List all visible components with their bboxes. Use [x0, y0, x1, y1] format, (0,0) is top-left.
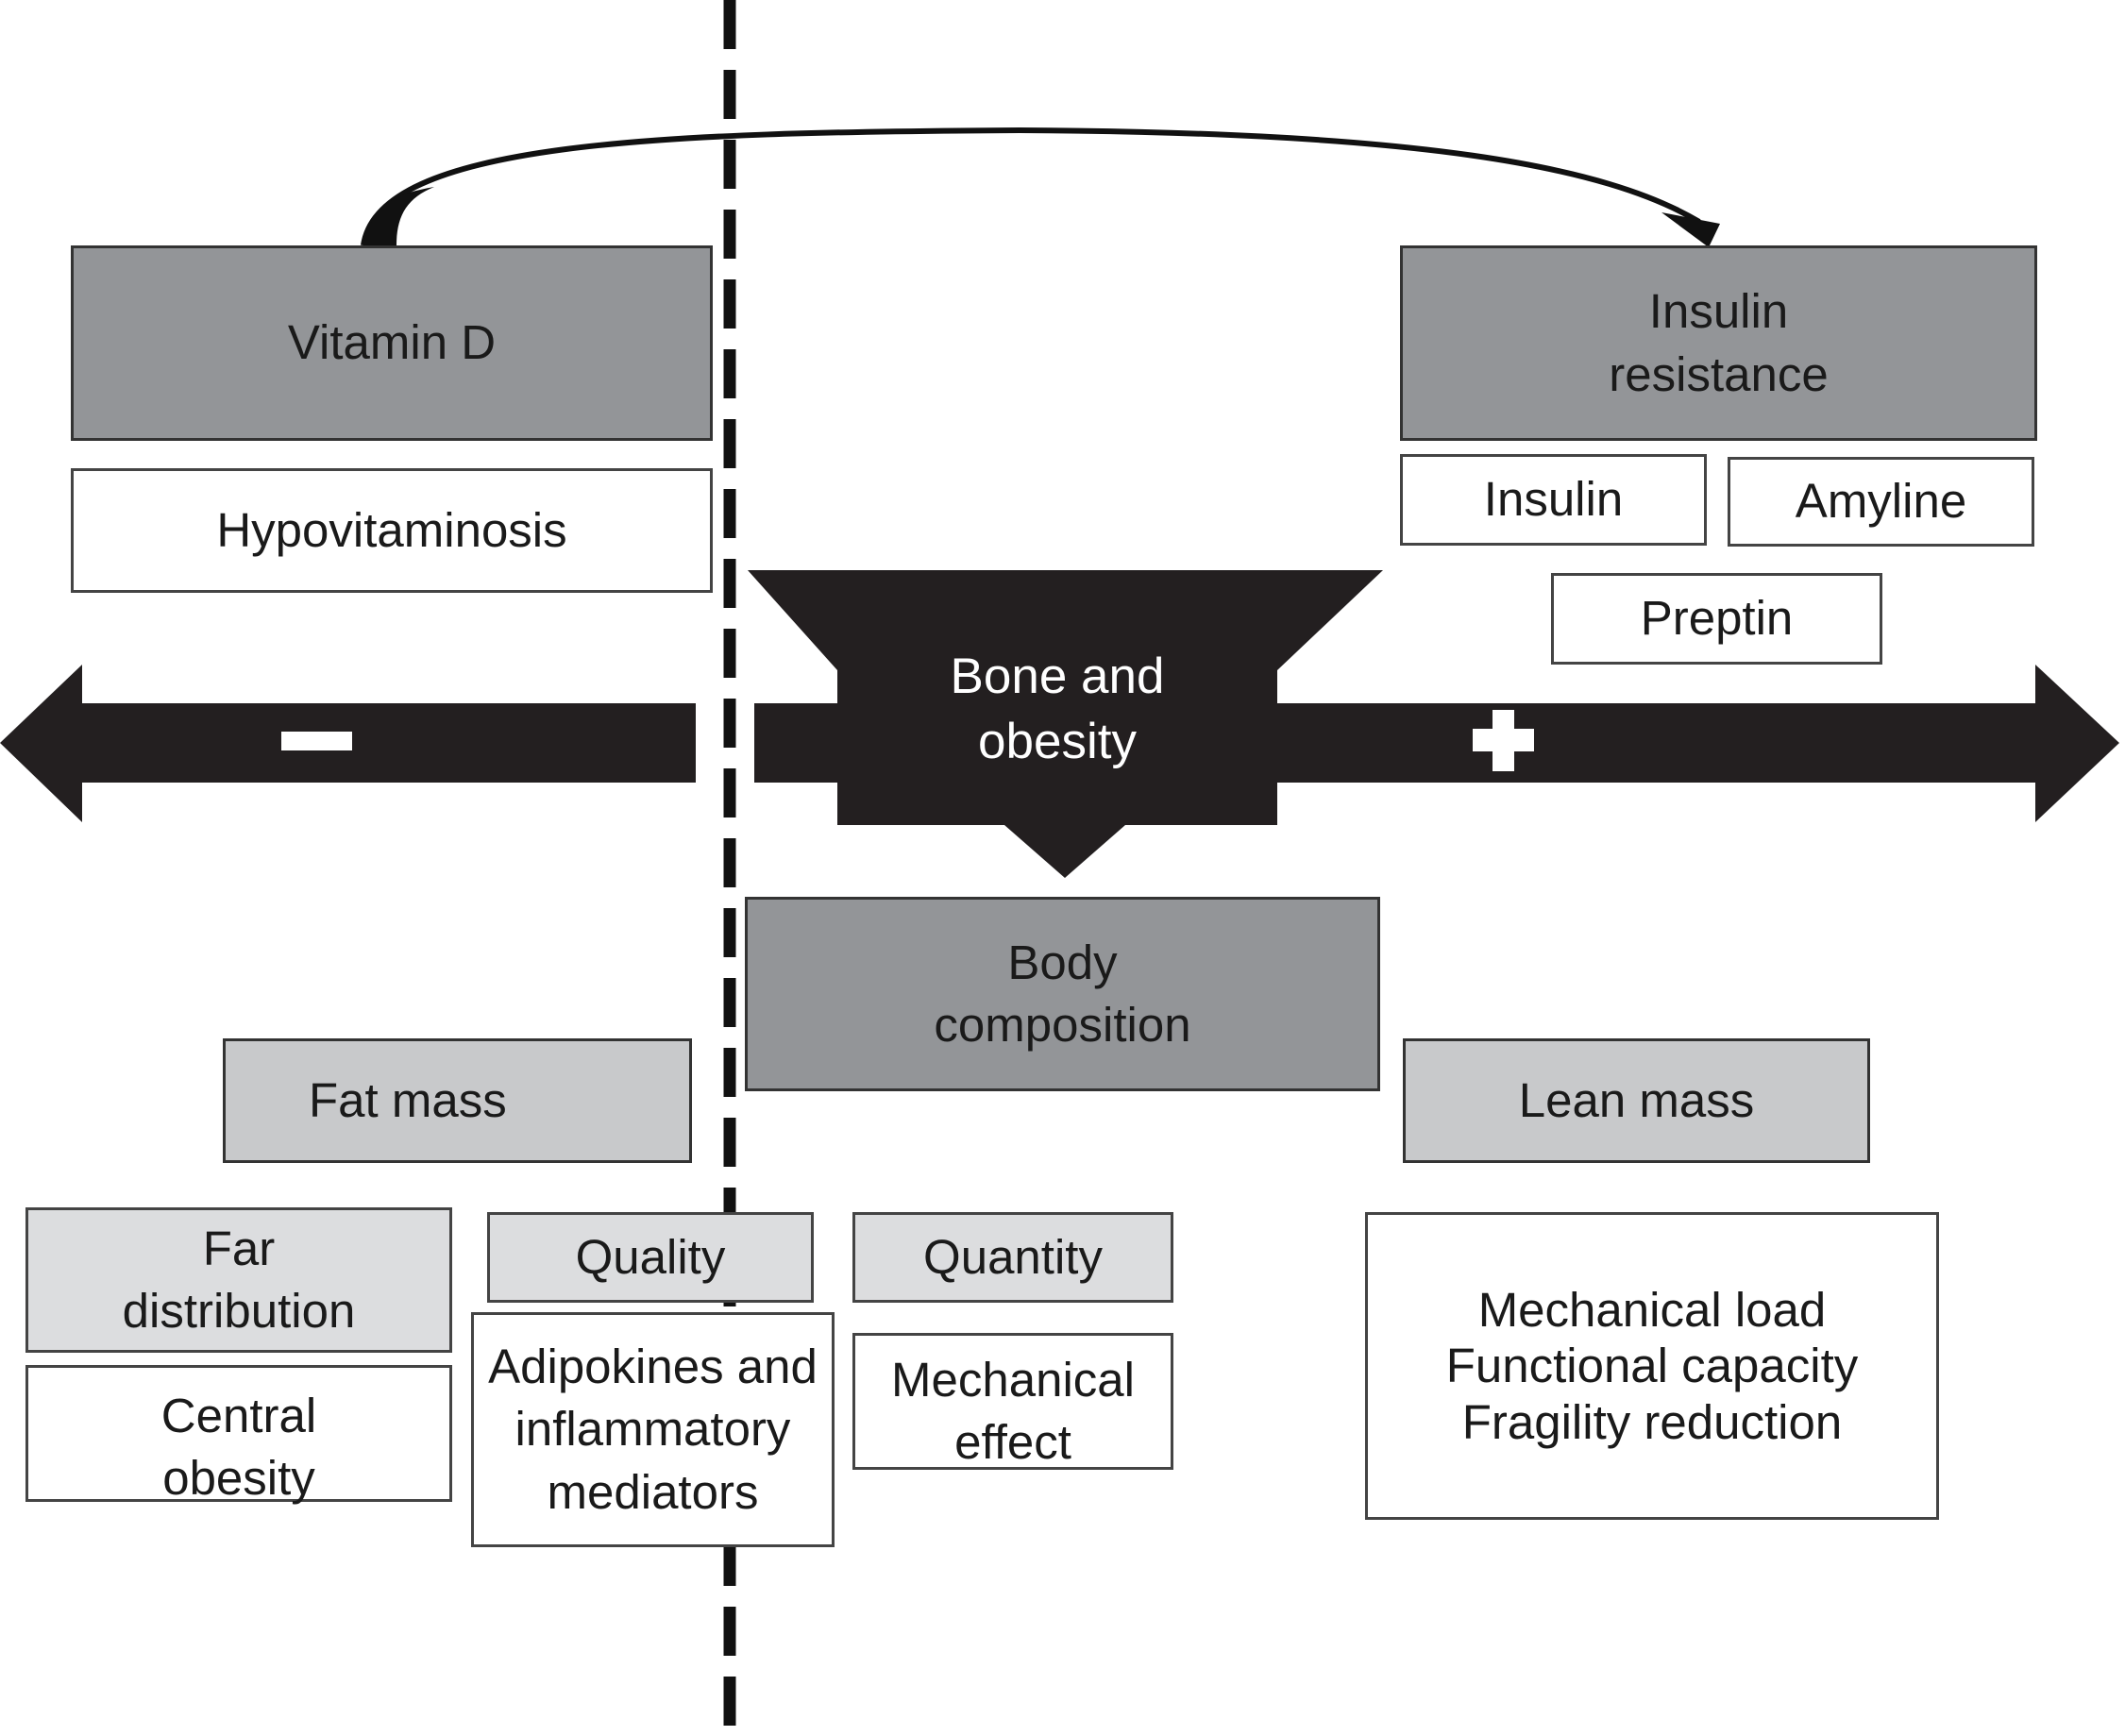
lean-mass-effects-box: Mechanical load Functional capacity Frag… — [1365, 1212, 1939, 1520]
minus-icon — [281, 732, 352, 750]
negative-arrow — [0, 665, 696, 822]
mechanical-effect-box: Mechanical effect — [852, 1333, 1173, 1470]
lean-mass-box: Lean mass — [1403, 1038, 1870, 1163]
insulin-box: Insulin — [1400, 454, 1707, 546]
plus-icon — [1473, 710, 1534, 771]
connector-arrowhead — [363, 187, 434, 245]
central-obesity-box: Central obesity — [25, 1365, 452, 1505]
amyline-box: Amyline — [1728, 457, 2034, 547]
preptin-box: Preptin — [1551, 573, 1882, 665]
center-label: Bone and obesity — [950, 649, 1165, 769]
adipokines-box: Adipokines and inflammatory mediators — [471, 1312, 835, 1547]
body-composition-box: Body composition — [745, 897, 1380, 1091]
curved-connector-arrow — [361, 126, 1701, 246]
quantity-box: Quantity — [852, 1212, 1173, 1303]
quality-box: Quality — [487, 1212, 814, 1303]
hypovitaminosis-box: Hypovitaminosis — [71, 468, 713, 593]
vitamin-d-box: Vitamin D — [71, 245, 713, 441]
connector-arrowhead-tip — [1661, 212, 1720, 247]
insulin-resistance-box: Insulin resistance — [1400, 245, 2037, 441]
fat-mass-box: Fat mass — [223, 1038, 692, 1163]
central-funnel — [748, 570, 1383, 878]
fat-distribution-box: Far distribution — [25, 1207, 452, 1353]
